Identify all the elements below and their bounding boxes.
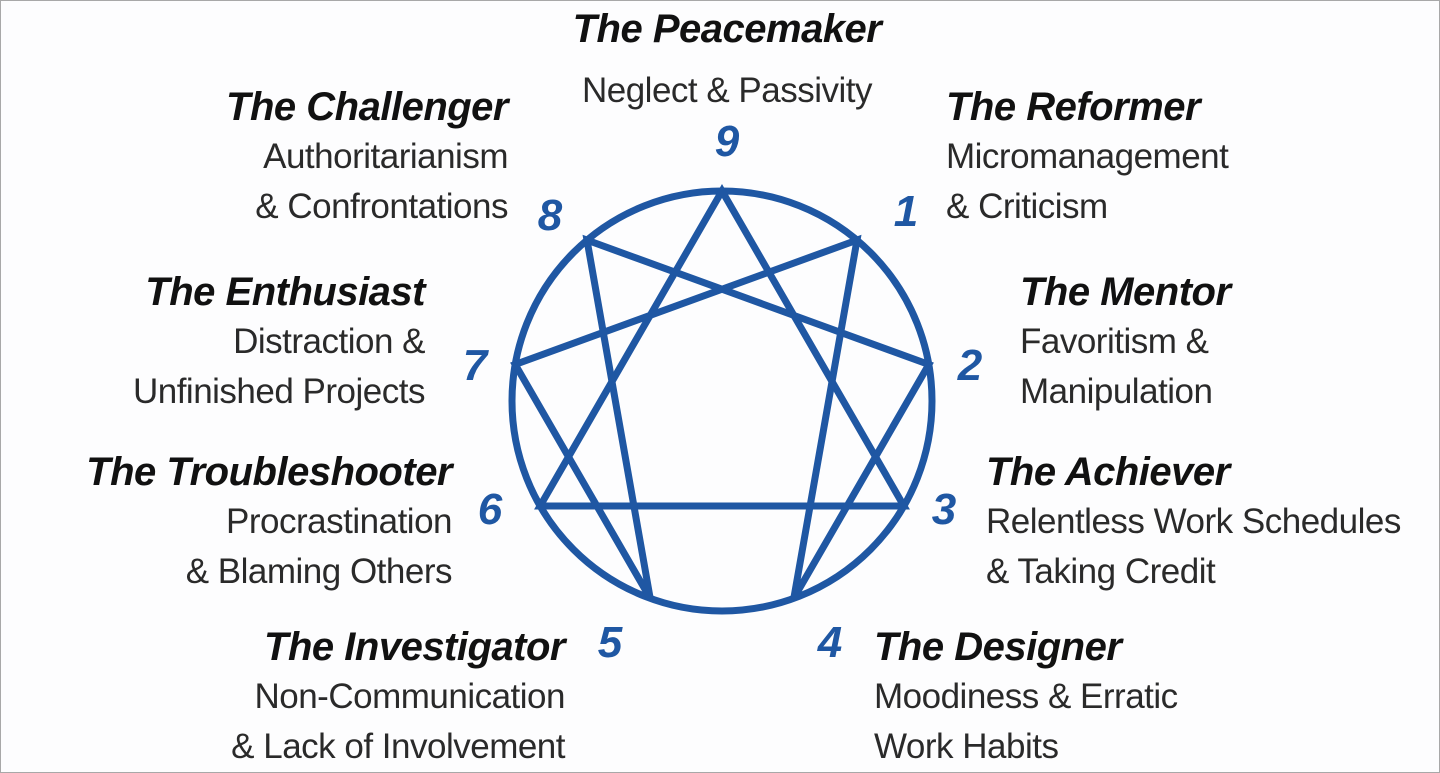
- type-9-line-1: Neglect & Passivity: [581, 71, 873, 110]
- type-2-line-1: Favoritism &: [1020, 322, 1209, 361]
- type-4-block: The Designer Moodiness & Erratic Work Ha…: [874, 622, 1178, 772]
- type-4-line-1: Moodiness & Erratic: [874, 677, 1178, 716]
- point-number-2: 2: [957, 341, 983, 390]
- type-1-block: The Reformer Micromanagement & Criticism: [946, 82, 1229, 232]
- type-5-title: The Investigator: [264, 625, 565, 669]
- type-8-line-1: Authoritarianism: [263, 137, 508, 176]
- type-8-block: The Challenger Authoritarianism & Confro…: [226, 82, 508, 232]
- type-4-title: The Designer: [874, 625, 1122, 669]
- type-2-line-2: Manipulation: [1020, 372, 1213, 411]
- type-2-block: The Mentor Favoritism & Manipulation: [1020, 267, 1231, 417]
- type-8-title: The Challenger: [226, 85, 508, 129]
- type-6-line-2: & Blaming Others: [185, 552, 453, 591]
- point-number-1: 1: [893, 187, 919, 236]
- type-6-line-1: Procrastination: [226, 502, 452, 541]
- enneagram-circle: [508, 187, 936, 615]
- type-1-line-1: Micromanagement: [946, 137, 1229, 176]
- point-number-5: 5: [597, 618, 623, 667]
- type-3-line-1: Relentless Work Schedules: [986, 502, 1401, 541]
- type-3-title: The Achiever: [986, 450, 1230, 494]
- type-3-block: The Achiever Relentless Work Schedules &…: [986, 447, 1401, 597]
- type-7-line-2: Unfinished Projects: [132, 372, 426, 411]
- type-1-line-2: & Criticism: [946, 187, 1108, 226]
- point-number-3: 3: [931, 485, 957, 534]
- type-7-block: The Enthusiast Distraction & Unfinished …: [132, 267, 426, 417]
- point-number-6: 6: [477, 485, 503, 534]
- type-7-line-1: Distraction &: [233, 322, 425, 361]
- type-3-line-2: & Taking Credit: [986, 552, 1216, 591]
- point-number-9: 9: [714, 117, 740, 166]
- type-9-block: The Peacemaker Neglect & Passivity: [527, 4, 927, 116]
- point-number-8: 8: [537, 191, 563, 240]
- type-5-block: The Investigator Non-Communication & Lac…: [231, 622, 565, 772]
- type-5-line-1: Non-Communication: [254, 677, 565, 716]
- type-6-block: The Troubleshooter Procrastination & Bla…: [86, 447, 452, 597]
- type-2-title: The Mentor: [1020, 270, 1231, 314]
- type-9-title: The Peacemaker: [572, 7, 882, 51]
- point-number-7: 7: [462, 341, 488, 390]
- type-7-title: The Enthusiast: [145, 270, 425, 314]
- type-6-title: The Troubleshooter: [86, 450, 452, 494]
- type-4-line-2: Work Habits: [874, 727, 1059, 766]
- hexad-1-4-2-8-5-7: [510, 234, 934, 601]
- type-5-line-2: & Lack of Involvement: [231, 727, 565, 766]
- type-8-line-2: & Confrontations: [255, 187, 508, 226]
- triangle-9-3-6: [534, 184, 910, 510]
- point-number-4: 4: [817, 618, 843, 667]
- type-1-title: The Reformer: [946, 85, 1201, 129]
